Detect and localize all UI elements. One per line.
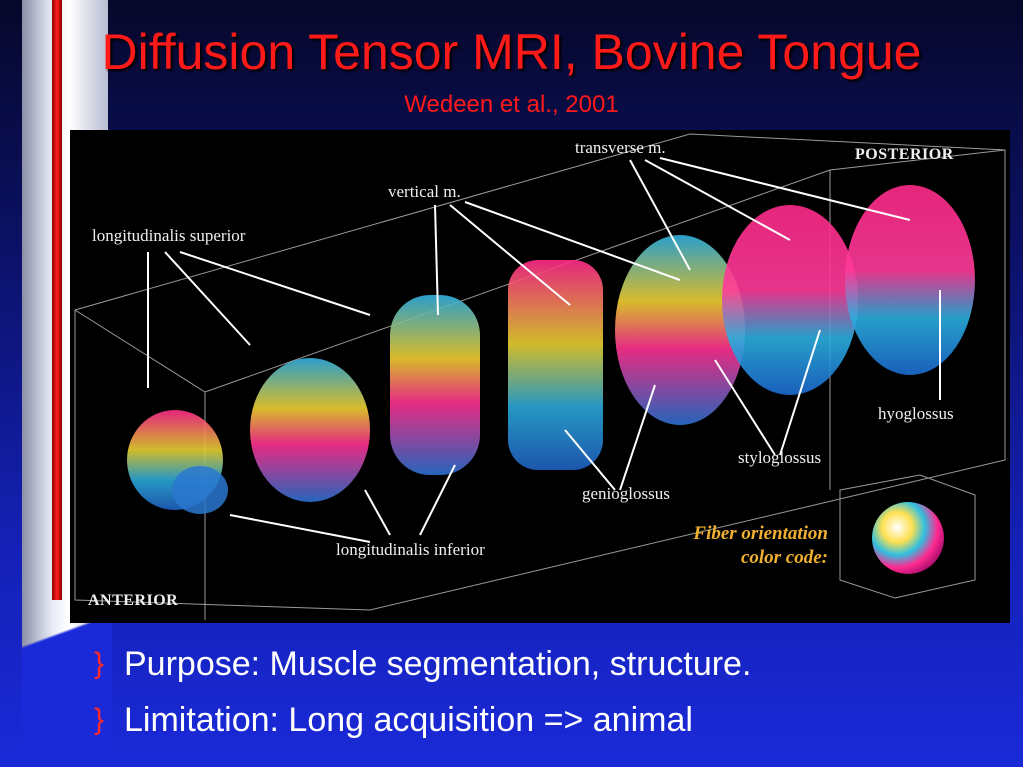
fiber-color-code-caption: Fiber orientation color code: xyxy=(628,522,828,570)
fiber-caption-line-1: Fiber orientation xyxy=(693,523,828,544)
bullet-list: } Purpose: Muscle segmentation, structur… xyxy=(74,642,1014,754)
label-anterior: ANTERIOR xyxy=(88,592,179,609)
figure-graphic xyxy=(74,133,1006,620)
fiber-caption-line-2: color code: xyxy=(740,547,828,568)
annotation-arrows xyxy=(147,157,941,543)
label-longitudinalis-inferior: longitudinalis inferior xyxy=(336,540,485,559)
bullet-marker: } xyxy=(93,647,105,680)
label-transverse: transverse m. xyxy=(575,138,666,157)
orientation-sphere xyxy=(839,474,976,599)
bullet-marker: } xyxy=(93,703,105,736)
label-styloglossus: styloglossus xyxy=(738,448,822,467)
slide-title: Diffusion Tensor MRI, Bovine Tongue xyxy=(101,24,922,80)
tongue-slices xyxy=(127,185,975,514)
label-hyoglossus: hyoglossus xyxy=(878,404,954,423)
label-vertical: vertical m. xyxy=(388,182,461,201)
label-longitudinalis-superior: longitudinalis superior xyxy=(92,226,246,245)
slide-subtitle: Wedeen et al., 2001 xyxy=(404,91,619,118)
dti-figure: transverse m. POSTERIOR vertical m. long… xyxy=(70,130,1010,623)
label-posterior: POSTERIOR xyxy=(855,146,954,163)
bullet-item: } Purpose: Muscle segmentation, structur… xyxy=(74,642,1014,686)
bullet-text-purpose: Purpose: Muscle segmentation, structure. xyxy=(124,645,752,683)
decorative-red-stripe xyxy=(52,0,62,600)
bullet-item: } Limitation: Long acquisition => animal xyxy=(74,698,1014,742)
bullet-text-limitation: Limitation: Long acquisition => animal xyxy=(124,701,693,739)
label-genioglossus: genioglossus xyxy=(582,484,670,503)
